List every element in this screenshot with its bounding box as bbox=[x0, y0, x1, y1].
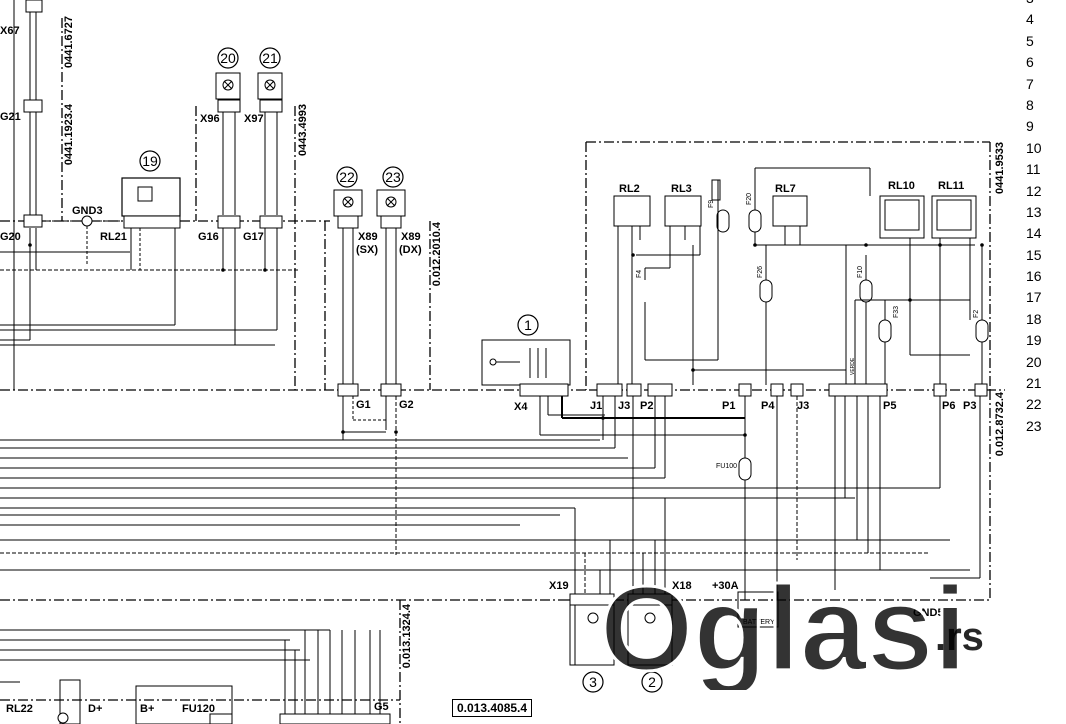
row-number: 15 bbox=[1026, 246, 1042, 263]
label-p3: P3 bbox=[963, 400, 976, 412]
label-gnd3: GND3 bbox=[72, 205, 103, 217]
code-0441-6727: 0441.6727 bbox=[63, 16, 75, 68]
component-number-3: 3 bbox=[589, 674, 597, 690]
fuse-label-f4: F4 bbox=[636, 270, 643, 278]
row-number: 12 bbox=[1026, 182, 1042, 199]
row-number: 14 bbox=[1026, 225, 1042, 242]
fuse-label-f10: F10 bbox=[857, 266, 864, 278]
component-number-22: 22 bbox=[339, 169, 355, 185]
code-0-012-2010-4: 0.012.2010.4 bbox=[431, 222, 443, 287]
label-dx: (DX) bbox=[399, 244, 422, 256]
code-0441-9533: 0441.9533 bbox=[994, 142, 1006, 194]
label-x18: X18 bbox=[672, 580, 692, 592]
label-rl22: RL22 bbox=[6, 703, 33, 715]
label-x96: X96 bbox=[200, 113, 220, 125]
label-rl21: RL21 bbox=[100, 231, 127, 243]
label-bplus: B+ bbox=[140, 703, 154, 715]
label-j1: J1 bbox=[590, 400, 602, 412]
label-g5: G5 bbox=[374, 701, 389, 713]
row-number: 10 bbox=[1026, 139, 1042, 156]
label-fu120: FU120 bbox=[182, 703, 215, 715]
row-number: 11 bbox=[1026, 161, 1041, 178]
code-0441-1923-4: 0441.1923.4 bbox=[63, 104, 75, 166]
label-rl2: RL2 bbox=[619, 183, 640, 195]
label-g1: G1 bbox=[356, 399, 371, 411]
fuse-label-f26: F26 bbox=[757, 266, 764, 278]
label-x4: X4 bbox=[514, 401, 528, 413]
row-number: 23 bbox=[1026, 417, 1042, 434]
label-g21: G21 bbox=[0, 111, 21, 123]
code-0-013-1324-4: 0.013.1324.4 bbox=[401, 604, 413, 669]
row-number: 5 bbox=[1026, 32, 1034, 49]
fuse-label-f20: F20 bbox=[746, 193, 753, 205]
fuse-label-f33: F33 bbox=[893, 306, 900, 318]
row-number: 9 bbox=[1026, 118, 1034, 135]
row-number: 19 bbox=[1026, 332, 1042, 349]
row-number: 17 bbox=[1026, 289, 1042, 306]
label-battery: BATTERY bbox=[743, 619, 775, 626]
label-j3-b: J3 bbox=[797, 400, 809, 412]
label-gnd5: GND5 bbox=[913, 607, 944, 619]
label-x19: X19 bbox=[549, 580, 569, 592]
code-0-012-8732-4: 0.012.8732.4 bbox=[994, 392, 1006, 457]
label-x67: X67 bbox=[0, 25, 20, 37]
watermark-brand: Oglasi bbox=[600, 562, 967, 690]
label-rl3: RL3 bbox=[671, 183, 692, 195]
watermark-logo: Oglasi .rs bbox=[599, 561, 984, 691]
label-p6: P6 bbox=[942, 400, 955, 412]
label-rl7: RL7 bbox=[775, 183, 796, 195]
row-number: 18 bbox=[1026, 310, 1042, 327]
row-number: 3 bbox=[1026, 0, 1066, 9]
label-p4: P4 bbox=[761, 400, 775, 412]
row-number: 21 bbox=[1026, 375, 1042, 392]
label-p2: P2 bbox=[640, 400, 653, 412]
watermark-tld: .rs bbox=[935, 615, 984, 659]
label-sx: (SX) bbox=[356, 244, 378, 256]
row-number: 20 bbox=[1026, 353, 1042, 370]
fuse-label-f9: F9 bbox=[708, 200, 715, 208]
label-p5: P5 bbox=[883, 400, 896, 412]
component-number-21: 21 bbox=[262, 50, 278, 66]
label-rl11: RL11 bbox=[938, 180, 964, 192]
row-number: 6 bbox=[1026, 54, 1034, 71]
row-number: 16 bbox=[1026, 268, 1042, 285]
component-number-23: 23 bbox=[385, 169, 401, 185]
row-number: 7 bbox=[1026, 75, 1034, 92]
row-number: 22 bbox=[1026, 396, 1042, 413]
label-fu100: FU100 bbox=[716, 463, 737, 470]
component-number-2: 2 bbox=[648, 674, 656, 690]
label-p1: P1 bbox=[722, 400, 735, 412]
wire-tag-verde: VERDE bbox=[850, 357, 856, 375]
label-x89-sx: X89 bbox=[358, 231, 378, 243]
row-number-column: 3 4 5 6 7 8 9 10 11 12 13 14 15 16 17 18 19 20 21 22 23 bbox=[1026, 0, 1066, 437]
label-x89-dx: X89 bbox=[401, 231, 421, 243]
label-g20: G20 bbox=[0, 231, 21, 243]
row-number: 8 bbox=[1026, 96, 1034, 113]
label-g17: G17 bbox=[243, 231, 264, 243]
label-rl10: RL10 bbox=[888, 180, 915, 192]
row-number: 13 bbox=[1026, 203, 1042, 220]
label-x97: X97 bbox=[244, 113, 264, 125]
code-0443-4993: 0443.4993 bbox=[297, 104, 309, 156]
component-number-20: 20 bbox=[220, 50, 236, 66]
code-0-013-4085-4: 0.013.4085.4 bbox=[452, 699, 533, 717]
label-plus30a: +30A bbox=[712, 580, 739, 592]
component-number-19: 19 bbox=[142, 153, 158, 169]
label-dplus: D+ bbox=[88, 703, 102, 715]
component-number-1: 1 bbox=[524, 317, 532, 333]
label-g2: G2 bbox=[399, 399, 414, 411]
fuse-label-f2: F2 bbox=[973, 310, 980, 318]
label-g16: G16 bbox=[198, 231, 219, 243]
label-j3-a: J3 bbox=[618, 400, 630, 412]
row-number: 4 bbox=[1026, 11, 1034, 28]
